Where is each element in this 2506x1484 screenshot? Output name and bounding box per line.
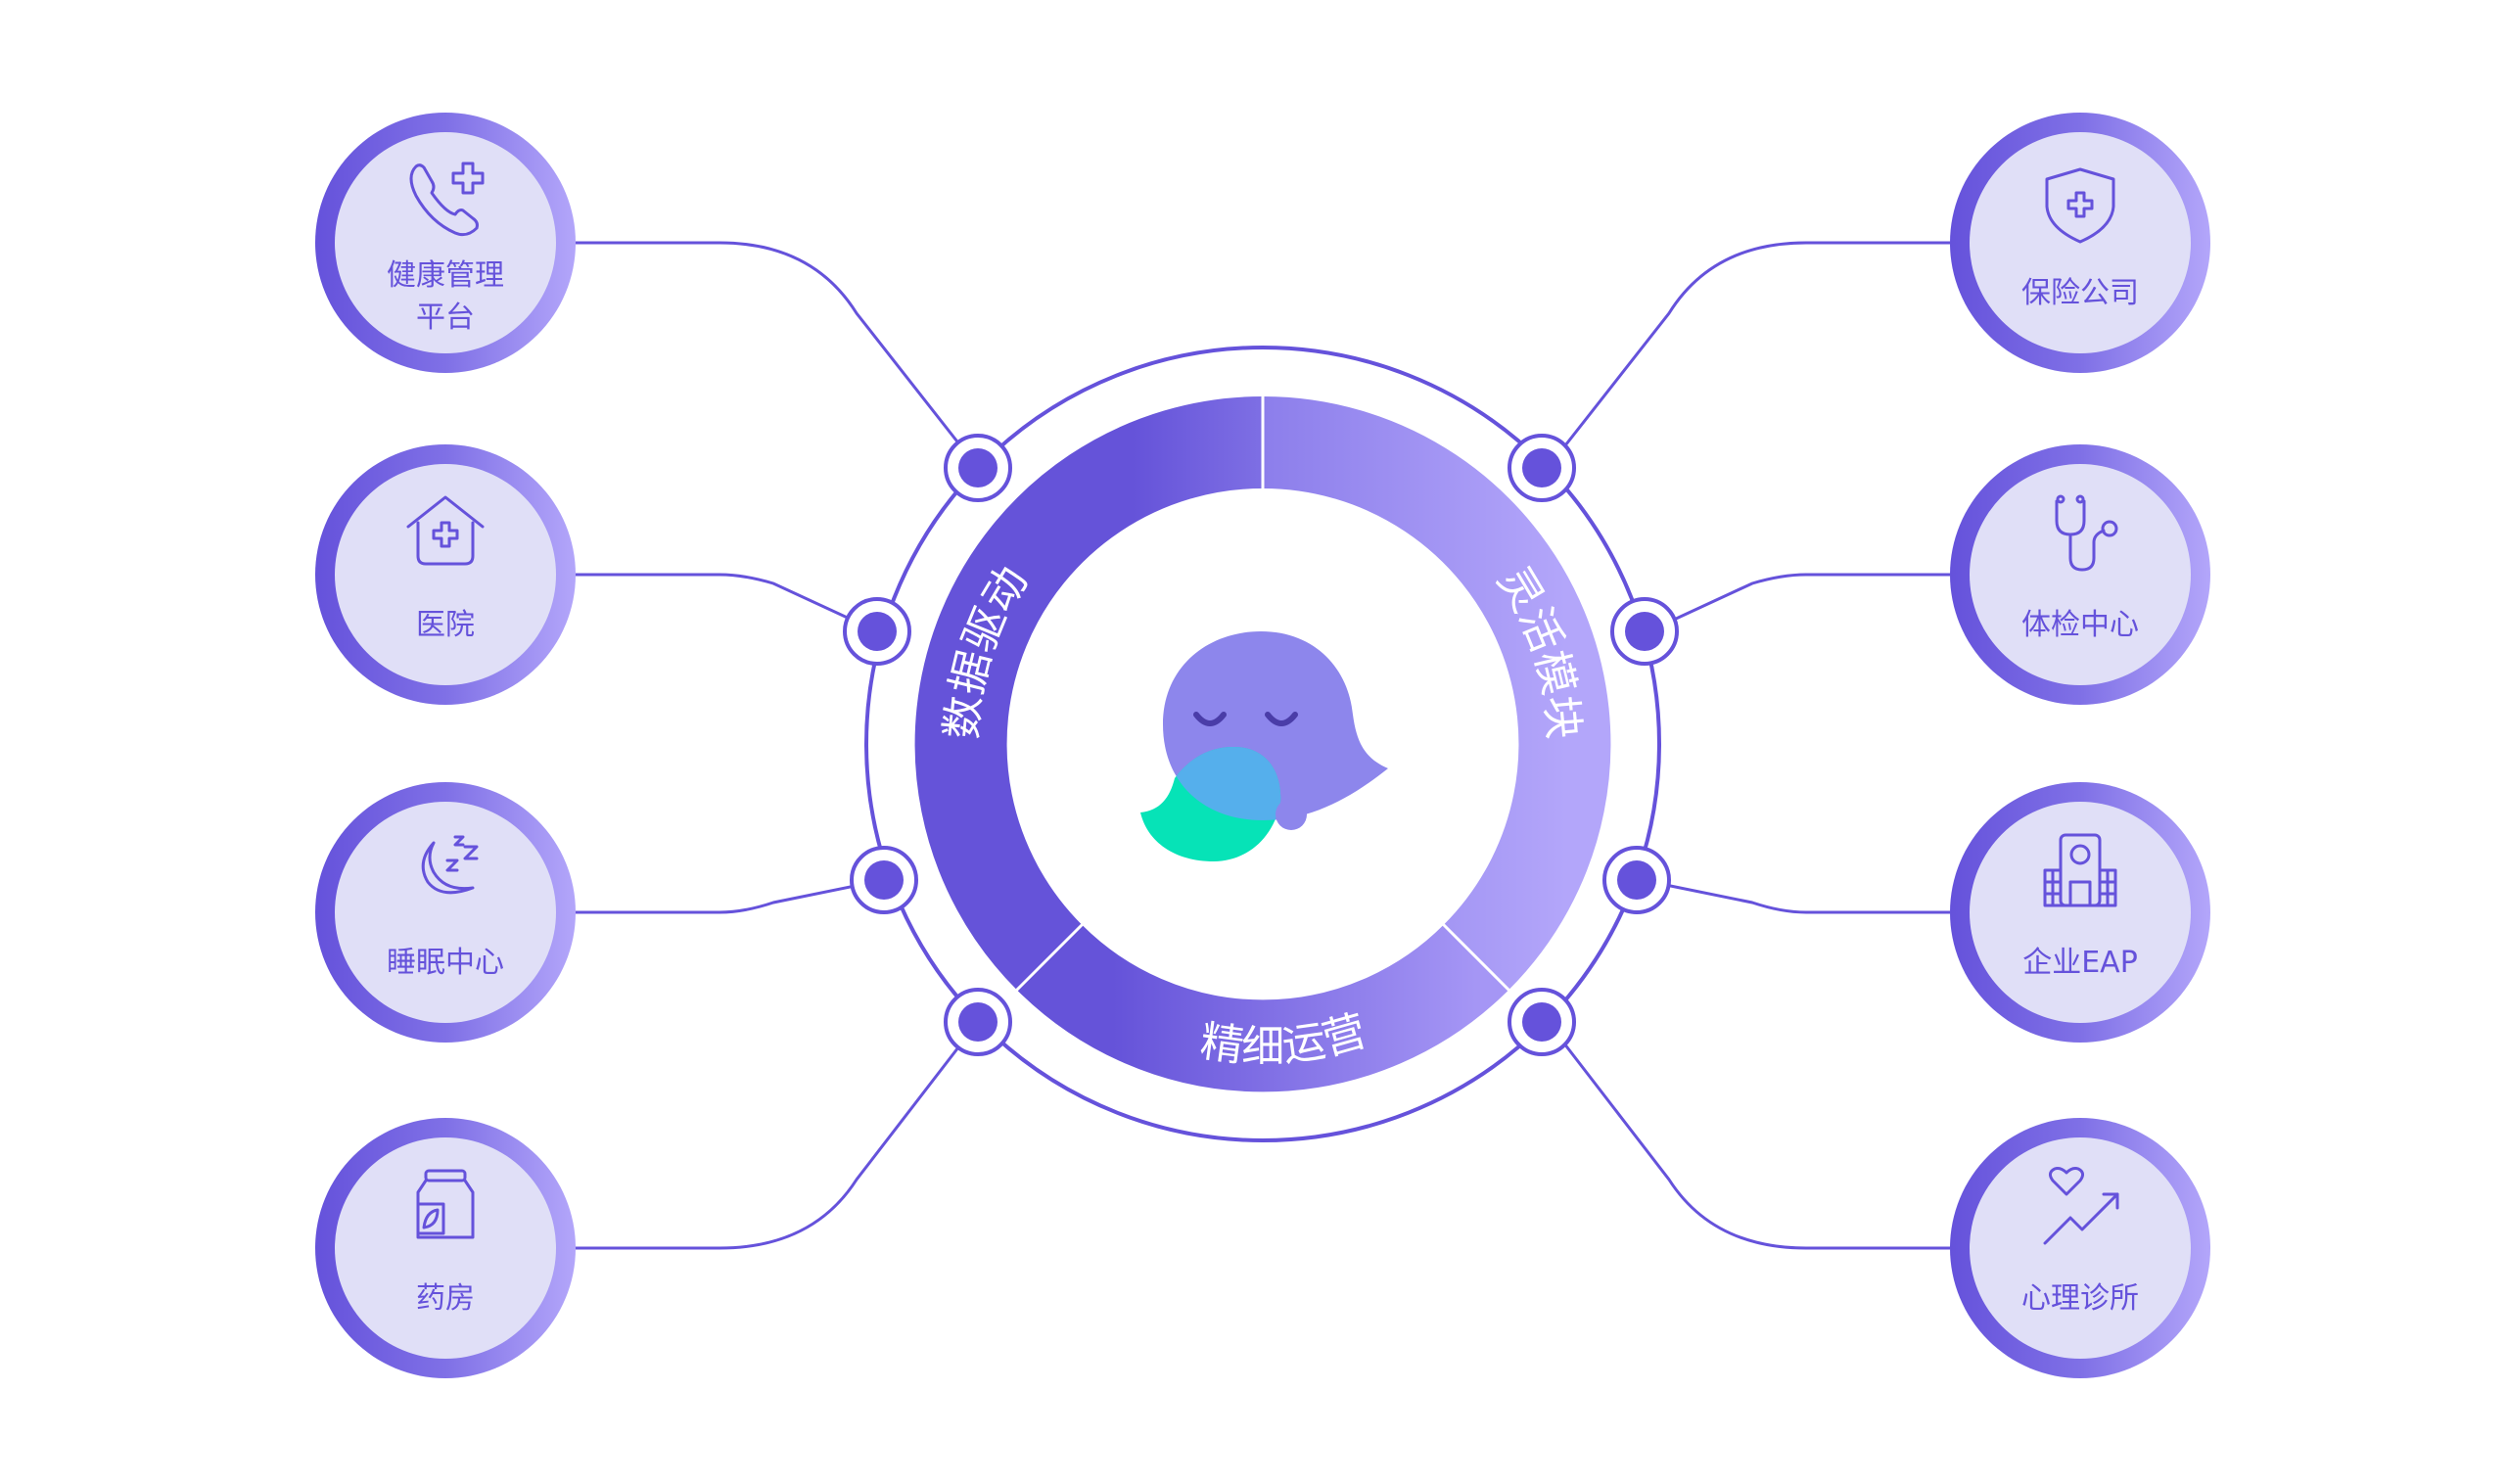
junction-node bbox=[1508, 434, 1576, 502]
node-label: 心理诊所 bbox=[2021, 1281, 2139, 1316]
heart-trend-icon bbox=[2043, 1167, 2119, 1245]
node-checkup-center[interactable]: 体检中心 bbox=[1950, 444, 2210, 705]
junction-node bbox=[850, 846, 918, 914]
junction-nodes bbox=[843, 434, 1679, 1056]
node-label-line2: 平台 bbox=[416, 301, 475, 335]
connector-right-3 bbox=[1641, 878, 1950, 914]
connector-right-1 bbox=[1546, 241, 1950, 469]
node-enterprise-eap[interactable]: 企业EAP bbox=[1950, 782, 2210, 1043]
node-label: 体检中心 bbox=[2021, 608, 2139, 642]
shield-plus-icon bbox=[2045, 167, 2115, 244]
building-icon bbox=[2043, 833, 2117, 907]
node-label: 保险公司 bbox=[2021, 276, 2139, 310]
node-health-platform[interactable]: 健康管理 平台 bbox=[315, 113, 576, 373]
node-label: 企业EAP bbox=[2022, 946, 2138, 980]
connector-left-3 bbox=[576, 878, 885, 914]
segment-fine-operation bbox=[1016, 924, 1509, 1092]
node-label-line1: 健康管理 bbox=[387, 258, 504, 293]
segment-ring bbox=[914, 395, 1611, 1092]
node-insurance-company[interactable]: 保险公司 bbox=[1950, 113, 2210, 373]
node-label: 睡眠中心 bbox=[387, 946, 504, 980]
connector-left-2 bbox=[576, 573, 878, 633]
node-label: 医院 bbox=[416, 608, 475, 642]
segment-data-driven bbox=[914, 395, 1264, 991]
node-pharmacy[interactable]: 药房 bbox=[315, 1118, 576, 1378]
junction-node bbox=[1508, 988, 1576, 1056]
junction-node bbox=[843, 597, 911, 666]
connector-right-2 bbox=[1647, 573, 1950, 633]
connector-right-4 bbox=[1546, 1021, 1950, 1250]
phone-plus-icon bbox=[409, 162, 485, 237]
node-label: 药房 bbox=[416, 1281, 475, 1316]
connector-lines bbox=[576, 241, 1950, 1250]
junction-node bbox=[944, 988, 1012, 1056]
node-psychology-clinic[interactable]: 心理诊所 bbox=[1950, 1118, 2210, 1378]
moon-sleep-icon bbox=[421, 835, 479, 895]
medicine-bottle-icon bbox=[416, 1169, 475, 1239]
junction-node bbox=[944, 434, 1012, 502]
node-hospital[interactable]: 医院 bbox=[315, 444, 576, 705]
junction-node bbox=[1610, 597, 1679, 666]
node-sleep-center[interactable]: 睡眠中心 bbox=[315, 782, 576, 1043]
hospital-house-icon bbox=[406, 495, 485, 566]
segment-dividers bbox=[1014, 395, 1511, 993]
chat-bubble-mascot-icon bbox=[1140, 631, 1388, 861]
junction-node bbox=[1602, 846, 1671, 914]
outer-orbit-ring bbox=[864, 346, 1661, 1142]
connector-left-1 bbox=[576, 241, 980, 469]
connector-left-4 bbox=[576, 1021, 980, 1250]
segment-flexible-modules bbox=[1262, 395, 1611, 991]
stethoscope-icon bbox=[2055, 494, 2118, 572]
